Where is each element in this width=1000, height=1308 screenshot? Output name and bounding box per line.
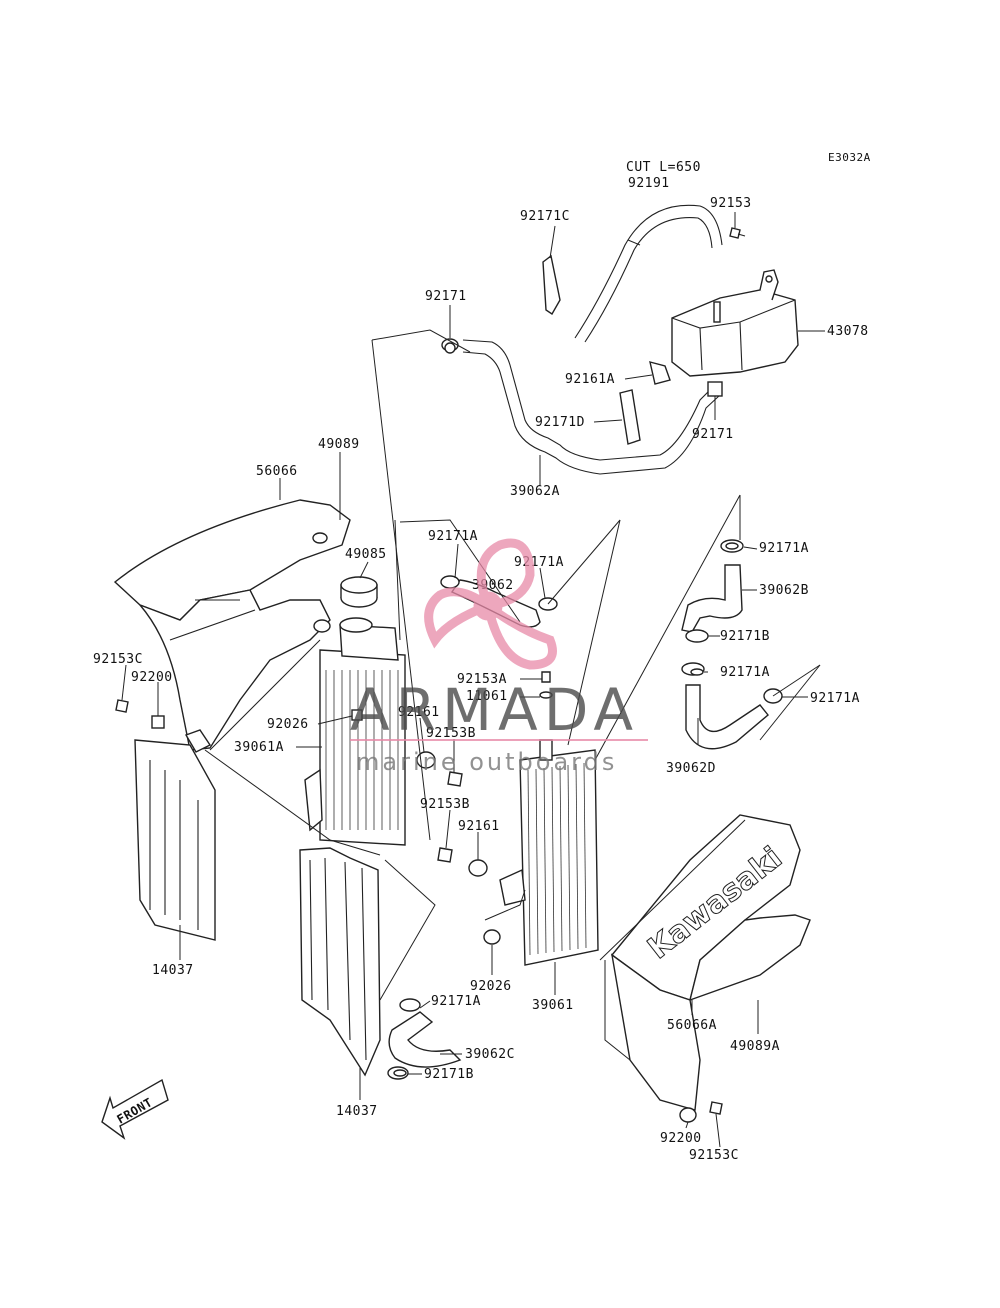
leader-lines [121,212,825,1148]
right-radiator-fins [527,762,587,956]
label-39062b: 39062B [759,583,809,598]
bolt-92153b-2 [437,847,453,863]
cut-length-note: CUT L=650 [626,160,701,175]
label-49085: 49085 [345,547,387,562]
label-92171a-r3: 92171A [810,691,860,706]
center-radiator-guard [299,847,381,1077]
label-39062a: 39062A [510,484,560,499]
label-92026-mid: 92026 [470,979,512,994]
label-39061: 39061 [532,998,574,1013]
overflow-hose [574,204,723,343]
bolt-92153-top [729,227,746,239]
label-43078: 43078 [827,324,869,339]
label-11061: 11061 [466,689,508,704]
label-92191: 92191 [628,176,670,191]
label-92171a-bottom: 92171A [431,994,481,1009]
label-92153a: 92153A [457,672,507,687]
left-radiator-guard [134,739,216,941]
label-56066: 56066 [256,464,298,479]
label-14037-bottom: 14037 [336,1104,378,1119]
label-92153c-right: 92153C [689,1148,739,1163]
collar-92200-left [151,715,165,729]
label-92153b-2: 92153B [420,797,470,812]
hose-clip-92171c [542,254,561,315]
label-92161-left: 92161 [398,705,440,720]
label-92171a-right: 92171A [759,541,809,556]
bolt-92153b-1 [447,771,463,787]
label-92161a: 92161A [565,372,615,387]
label-92161-mid: 92161 [458,819,500,834]
right-radiator [499,739,599,966]
reservoir-tank [671,269,799,377]
label-92200-right: 92200 [660,1131,702,1146]
label-92171d: 92171D [535,415,585,430]
label-49089: 49089 [318,437,360,452]
label-56066a: 56066A [667,1018,717,1033]
right-shroud: Kawasaki [610,814,811,1123]
label-92171-top: 92171 [425,289,467,304]
label-49089a: 49089A [730,1039,780,1054]
label-92200-left: 92200 [131,670,173,685]
label-92026-left: 92026 [267,717,309,732]
label-92153-top: 92153 [710,196,752,211]
grommet-92161-mid [468,859,488,877]
label-39061a: 39061A [234,740,284,755]
watermark-title: ARMADA [350,676,639,744]
watermark-subtitle: marine outboards [356,748,617,776]
left-shroud [113,499,351,753]
label-39062c: 39062C [465,1047,515,1062]
front-direction-arrow: FRONT [101,1078,169,1140]
part-labels: 92191 92171C 92153 43078 92171 92161A 92… [93,176,869,1163]
diagram-code: E3032A [828,151,871,164]
left-radiator-fins [325,670,399,830]
hose-39062b [681,539,744,643]
left-radiator [304,617,406,846]
label-92171b-right: 92171B [720,629,770,644]
label-92171a-1: 92171A [428,529,478,544]
armada-watermark: ARMADA marine outboards [350,538,648,776]
label-92171c: 92171C [520,209,570,224]
label-14037-left: 14037 [152,963,194,978]
propeller-logo-icon [424,538,557,670]
label-92171a-r2: 92171A [720,665,770,680]
bolt-92153c-left [115,699,129,713]
label-92171b-bottom: 92171B [424,1067,474,1082]
hose-39062c [387,998,462,1080]
label-92153c-left: 92153C [93,652,143,667]
label-92171-mid: 92171 [692,427,734,442]
label-92171a-2: 92171A [514,555,564,570]
bolt-92153c-right [709,1101,723,1115]
collar-92026-mid [483,929,501,945]
radiator-cap [340,576,378,608]
label-92153b-1: 92153B [426,726,476,741]
label-39062d: 39062D [666,761,716,776]
clamps [393,342,739,1077]
washer-11061 [539,691,553,699]
